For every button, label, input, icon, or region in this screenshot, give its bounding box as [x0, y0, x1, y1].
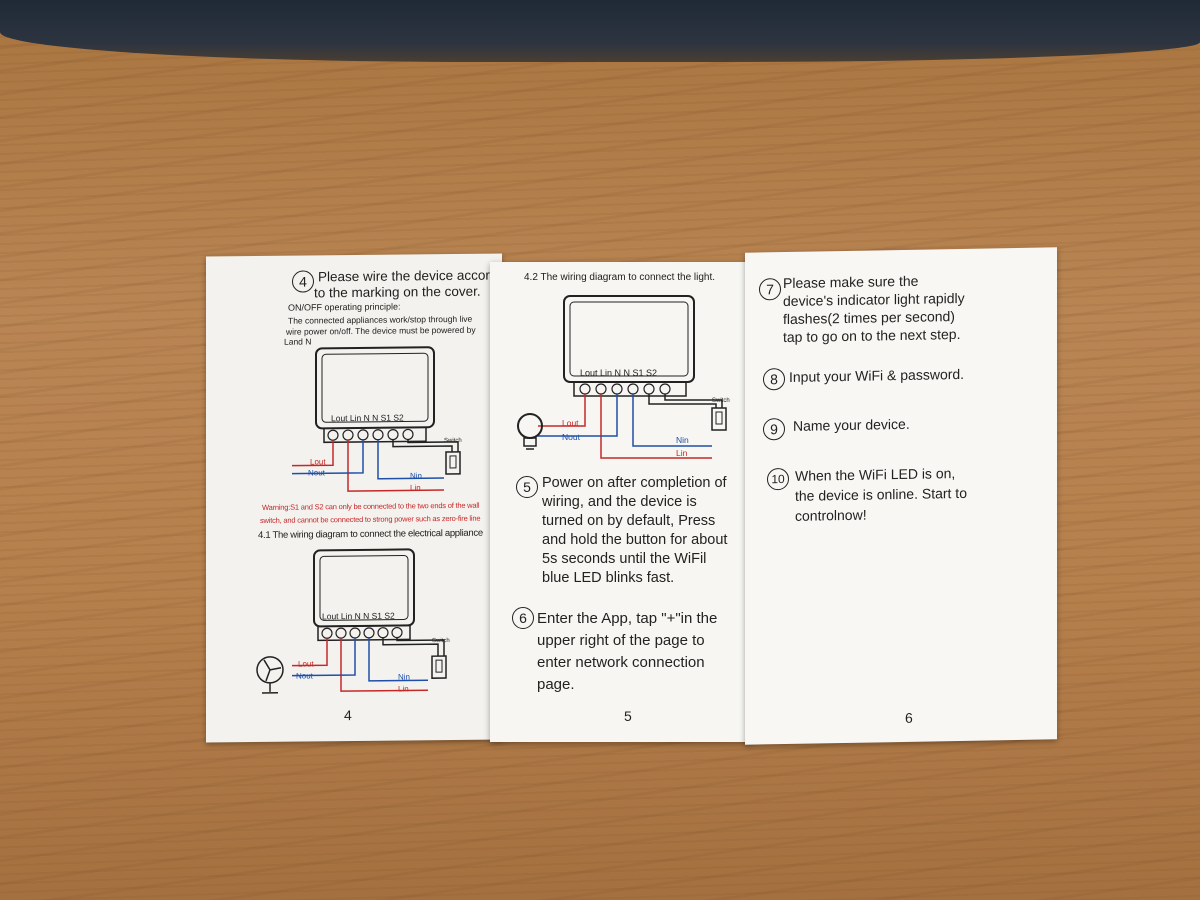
manual-page-6: 7 Please make sure the device's indicato… — [745, 247, 1057, 745]
principle-title: ON/OFF operating principle: — [288, 301, 401, 313]
lout-label-light: Lout — [562, 418, 579, 428]
wiring-diagram-main — [292, 346, 461, 492]
nin-label: Nin — [410, 471, 423, 481]
principle-line-2: wire power on/off. The device must be po… — [286, 324, 476, 337]
nout-label-light: Nout — [562, 432, 580, 442]
section-4-2-title: 4.2 The wiring diagram to connect the li… — [524, 272, 716, 283]
lout-label-2: Lout — [298, 659, 314, 669]
nout-label-2: Nout — [296, 671, 313, 681]
light-bulb-icon — [517, 413, 543, 450]
step-number-8: 8 — [763, 368, 785, 391]
lin-label: Lin — [410, 483, 421, 493]
page-number-4: 4 — [344, 707, 352, 724]
step-number-9: 9 — [763, 418, 785, 441]
step-number-4: 4 — [292, 270, 314, 293]
manual-page-4: 4 Please wire the device according to th… — [206, 253, 502, 743]
step-7-text: Please make sure the device's indicator … — [783, 272, 965, 346]
warning-line-2: switch, and cannot be connected to stron… — [260, 513, 481, 525]
section-4-1-title: 4.1 The wiring diagram to connect the el… — [258, 527, 483, 542]
step-6-text: Enter the App, tap "+"in the upper right… — [537, 610, 718, 693]
warning-line-1: Warning:S1 and S2 can only be connected … — [262, 500, 480, 512]
step-8-text: Input your WiFi & password. — [789, 365, 965, 385]
nin-label-2: Nin — [398, 672, 411, 682]
step-number-5: 5 — [516, 476, 538, 498]
lin-label-2: Lin — [398, 684, 409, 694]
step-10-text: When the WiFi LED is on, the device is o… — [795, 465, 967, 524]
lin-label-light: Lin — [676, 448, 688, 458]
step-number-6: 6 — [512, 607, 534, 629]
terminal-labels-2: Lout Lin N N S1 S2 — [322, 610, 395, 622]
dark-background-edge — [0, 0, 1200, 62]
nout-label: Nout — [308, 468, 325, 478]
heading-line-1: Please wire the device according — [318, 267, 502, 285]
step-5-text: Power on after completion of wiring, and… — [542, 475, 728, 586]
wiring-diagram-light — [517, 295, 727, 459]
step-number-10: 10 — [767, 467, 789, 491]
wiring-diagram-appliance — [256, 548, 447, 694]
switch-label-2: Switch — [432, 637, 450, 645]
switch-label: Switch — [444, 437, 462, 445]
heading-line-2: to the marking on the cover. — [314, 283, 481, 301]
switch-label-light: Switch — [712, 398, 730, 404]
principle-line-1: The connected appliances work/stop throu… — [288, 313, 473, 326]
terminal-labels-light: Lout Lin N N S1 S2 — [580, 368, 658, 378]
nin-label-light: Nin — [676, 435, 689, 445]
terminal-labels: Lout Lin N N S1 S2 — [331, 412, 404, 424]
fan-icon — [256, 656, 284, 694]
step-number-7: 7 — [759, 278, 781, 301]
manual-page-5: 4.2 The wiring diagram to connect the li… — [490, 262, 752, 742]
page-number-6: 6 — [905, 709, 913, 726]
step-9-text: Name your device. — [793, 415, 910, 434]
page-number-5: 5 — [624, 708, 632, 724]
lout-label: Lout — [310, 457, 326, 467]
